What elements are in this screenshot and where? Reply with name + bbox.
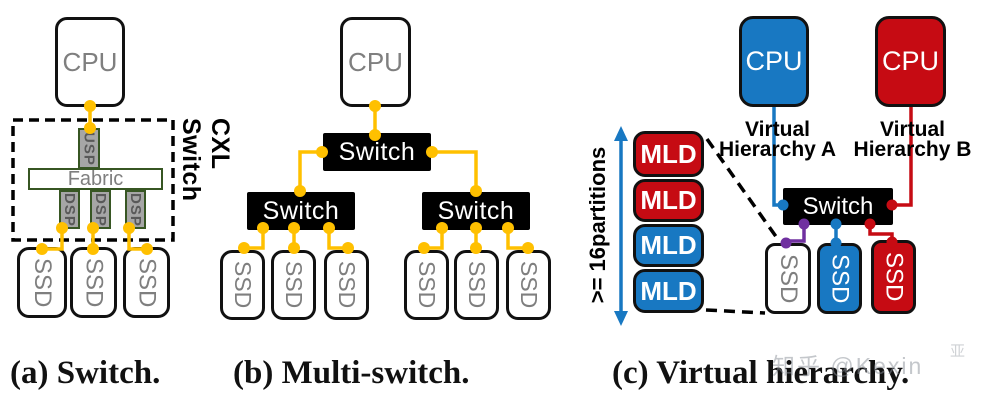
dashed-map-top [705,137,779,240]
panel-c-switch: Switch [783,188,893,225]
ssd-label: SSD [29,257,56,308]
fabric-box: Fabric [28,168,163,190]
dsp-port-1: DSP [59,190,80,229]
link-cpu-b-to-switch [892,104,913,207]
virtual-hierarchy-b-label: Virtual Hierarchy B [845,118,980,161]
caption-a: (a) Switch. [10,355,161,391]
ssd-label: SSD [281,261,307,309]
panel-b-ssd-4: SSD [404,250,449,320]
panel-c-ssd-blue: SSD [817,243,862,314]
hierarchy-a-line1: Virtual [745,118,810,141]
ssd-label: SSD [516,261,542,309]
panel-a-ssd-3: SSD [123,247,170,318]
ssd-label: SSD [880,252,908,302]
hierarchy-b-line1: Virtual [880,118,945,141]
dsp-port-2: DSP [90,190,111,229]
dashed-map-bottom [705,308,766,315]
ssd-label: SSD [775,253,802,304]
panel-c-cpu-a-box: CPU [739,16,809,107]
hierarchy-b-line2: Hierarchy B [853,138,972,161]
ssd-label: SSD [230,261,256,309]
dsp-port-3: DSP [125,190,146,229]
panel-b-ssd-3: SSD [324,250,369,320]
watermark-mark: 亚 [950,343,966,360]
panel-b-ssd-6: SSD [506,250,551,320]
panel-b-cpu-label: CPU [348,46,403,77]
switch-right: Switch [422,192,530,230]
ssd-label: SSD [414,261,440,309]
virtual-hierarchy-a-label: Virtual Hierarchy A [710,118,845,161]
mld-box-3: MLD [633,224,704,267]
panel-b-ssd-2: SSD [271,250,316,320]
panel-a-cpu-label: CPU [62,46,118,77]
mld-box-4: MLD [633,269,704,313]
watermark: 知乎 @Kexin [772,353,924,379]
panel-a-ssd-2: SSD [70,247,117,318]
partitions-arrow [614,126,628,326]
mld-box-2: MLD [633,179,704,222]
caption-b: (b) Multi-switch. [233,355,470,391]
caption-c: (c) Virtual hierarchy. [612,355,910,391]
panel-c-ssd-red: SSD [871,240,916,314]
ssd-label: SSD [826,253,854,304]
hierarchy-a-line2: Hierarchy A [718,138,837,161]
usp-port: USP [78,128,100,169]
ssd-label: SSD [133,257,161,308]
fabric-label: Fabric [67,167,124,190]
ssd-label: SSD [464,261,490,309]
ssd-label: SSD [80,257,108,308]
panel-a-cpu-box: CPU [55,17,125,107]
panel-c-ssd-white: SSD [765,243,811,314]
switch-left: Switch [247,192,355,230]
panel-c-cpu-b-box: CPU [875,16,946,107]
panel-b-ssd-5: SSD [454,250,499,320]
cxl-switch-label: CXL Switch [177,118,234,202]
panel-a-ssd-1: SSD [17,247,67,318]
mld-box-1: MLD [633,131,704,177]
switch-top: Switch [323,133,431,171]
link-switch-to-ssd-white [784,224,806,243]
panel-b-cpu-box: CPU [340,17,411,107]
ssd-label: SSD [334,261,360,309]
panel-b-ssd-1: SSD [220,250,265,320]
partitions-label: >= 16partitions [585,146,610,304]
